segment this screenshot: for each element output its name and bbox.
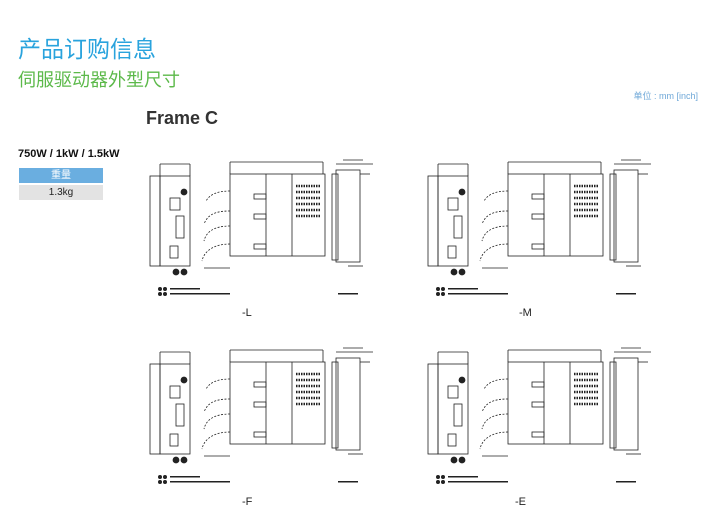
side-view	[479, 349, 604, 457]
power-ratings: 750W / 1kW / 1.5kW	[18, 148, 120, 160]
drawing-f	[148, 344, 378, 492]
page-title: 产品订购信息	[18, 37, 156, 63]
front-view	[427, 163, 469, 276]
side-view	[201, 349, 326, 457]
front-view	[149, 351, 191, 464]
front-view	[149, 163, 191, 276]
side-view	[201, 161, 326, 269]
front-view	[427, 351, 469, 464]
top-view	[609, 347, 651, 455]
drawing-l	[148, 156, 378, 304]
variant-label-e: -E	[515, 496, 526, 508]
drawing-e	[426, 344, 656, 492]
page-subtitle: 伺服驱动器外型尺寸	[18, 70, 180, 91]
weight-value: 1.3kg	[19, 185, 103, 200]
top-view	[331, 347, 373, 455]
drawing-m	[426, 156, 656, 304]
side-view	[479, 161, 604, 269]
frame-heading: Frame C	[146, 108, 219, 128]
variant-label-f: -F	[242, 496, 253, 508]
top-view	[331, 159, 373, 267]
top-view	[609, 159, 651, 267]
unit-note: 单位 : mm [inch]	[633, 91, 698, 101]
variant-label-m: -M	[519, 307, 532, 319]
variant-label-l: -L	[242, 307, 252, 319]
weight-header: 重量	[19, 168, 103, 183]
